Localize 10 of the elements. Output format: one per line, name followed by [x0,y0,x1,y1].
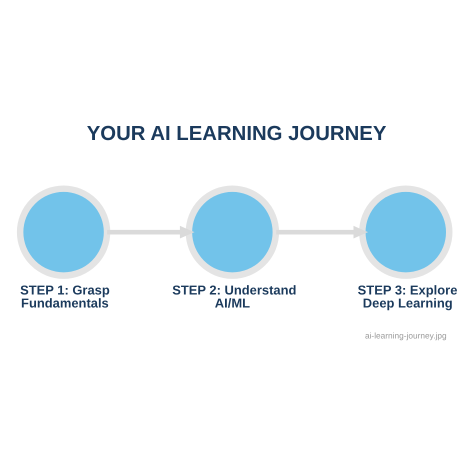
node-label: STEP 2: Understand AI/ML [172,282,296,310]
node-label: STEP 3: Explore Deep Learning [358,282,458,310]
diagram-title: YOUR AI LEARNING JOURNEY [86,122,386,145]
node-circle [16,185,110,279]
node-label: STEP 1: Grasp Fundamentals [20,282,110,310]
node-circle [186,185,280,279]
arrow [276,226,368,239]
label: ai-learning-journey.jpg [364,330,447,341]
arrow [107,226,194,238]
node-circle [359,185,452,279]
